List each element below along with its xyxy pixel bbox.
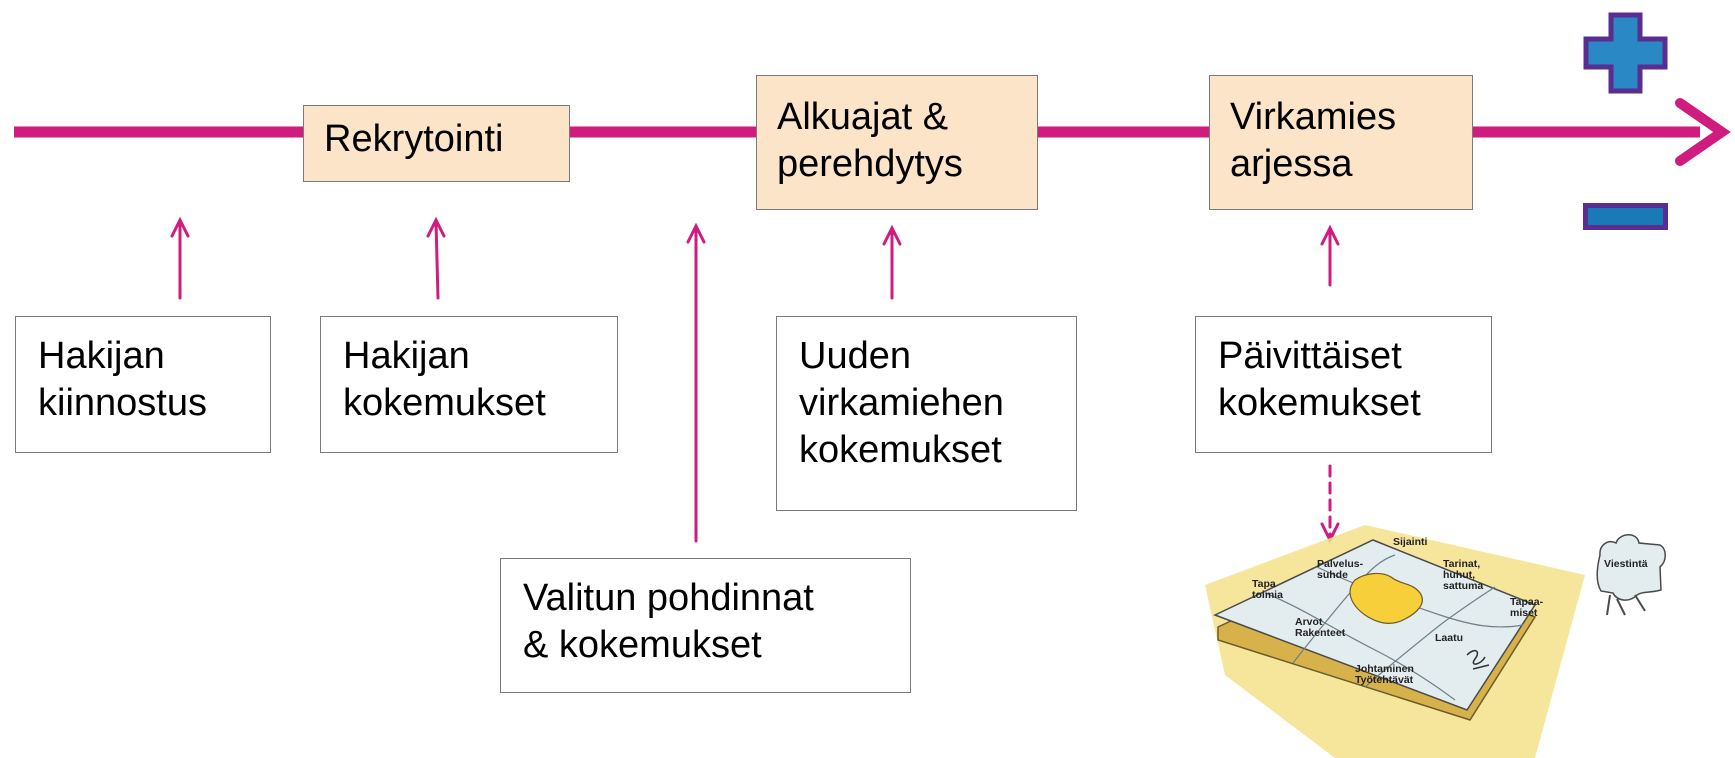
puzzle-label-viestinta: Viestintä xyxy=(1604,558,1648,570)
puzzle-piece-viestinta xyxy=(1596,534,1666,616)
plus-icon xyxy=(1583,12,1668,94)
puzzle-hole xyxy=(1349,572,1423,624)
arrow-uuden-virkamiehen xyxy=(882,224,902,300)
puzzle-label-tarinat: Tarinat,huhut,sattuma xyxy=(1443,558,1483,592)
stage-alkuajat-perehdytys: Alkuajat & perehdytys xyxy=(756,75,1038,210)
puzzle-label-laatu: Laatu xyxy=(1435,632,1463,644)
stage-virkamies-arjessa: Virkamies arjessa xyxy=(1209,75,1473,210)
stage-rekrytointi: Rekrytointi xyxy=(303,105,570,182)
note-uuden-virkamiehen: Uuden virkamiehen kokemukset xyxy=(776,316,1077,511)
puzzle-board-top xyxy=(1213,539,1537,711)
puzzle-label-sijainti: Sijainti xyxy=(1393,536,1428,548)
arrow-paivittaiset xyxy=(1320,224,1340,287)
note-hakijan-kokemukset: Hakijan kokemukset xyxy=(320,316,618,453)
arrow-hakijan-kiinnostus xyxy=(170,216,190,300)
note-paivittaiset-kokemukset: Päivittäiset kokemukset xyxy=(1195,316,1492,453)
arrow-valitun-pohdinnat xyxy=(686,222,706,543)
timeline-arrowhead xyxy=(1675,98,1731,166)
puzzle-label-palvelussuhde: Palvelus-suhde xyxy=(1317,558,1364,581)
note-valitun-pohdinnat: Valitun pohdinnat & kokemukset xyxy=(500,558,911,693)
arrow-hakijan-kokemukset xyxy=(426,216,446,300)
puzzle-label-tapaamiset: Tapaa-miset xyxy=(1510,596,1544,619)
artist-signature xyxy=(1466,649,1490,670)
minus-icon xyxy=(1583,203,1668,230)
note-hakijan-kiinnostus: Hakijan kiinnostus xyxy=(15,316,271,453)
puzzle-seams xyxy=(1264,554,1524,701)
